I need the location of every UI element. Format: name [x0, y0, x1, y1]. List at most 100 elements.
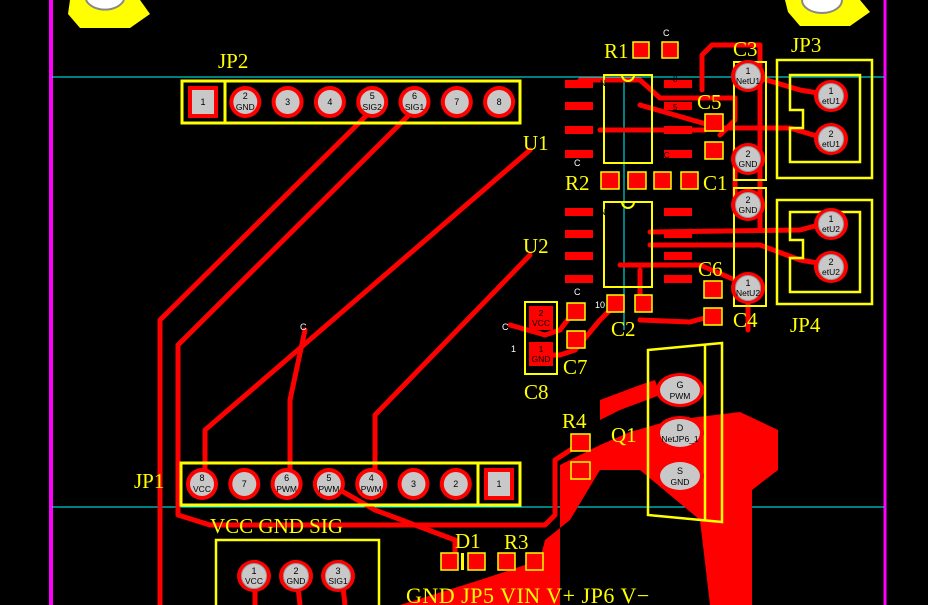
pin-net: etU1 [822, 139, 840, 149]
mark-c-c8: C [502, 322, 509, 332]
u2-label: U2 [523, 234, 549, 258]
pin-number: 1 [745, 278, 750, 288]
pin-number: 2 [539, 308, 544, 318]
pin-net: GND [671, 477, 690, 487]
pin-net: SIG1 [328, 576, 348, 586]
pin-net: PWM [361, 484, 382, 494]
r4-label: R4 [562, 409, 587, 433]
pin-number: 2 [745, 195, 750, 205]
d1-label: D1 [455, 529, 481, 553]
jp2-pin: 8 [483, 86, 516, 118]
q1-label: Q1 [611, 423, 637, 447]
pin-net: VCC [532, 318, 550, 328]
pin-net: GND [532, 354, 551, 364]
c1-capacitor [653, 171, 699, 190]
pin-number: 5 [370, 91, 375, 101]
jp2-label: JP2 [218, 49, 248, 73]
pin-number: 3 [335, 566, 340, 576]
jp1-pin: 1 [484, 468, 514, 500]
pin-number: G [676, 380, 683, 390]
jp2-pin: 4 [313, 86, 346, 118]
c6-label: C6 [698, 257, 723, 281]
jp3-label: JP3 [791, 33, 821, 57]
pin-net: GND [236, 102, 255, 112]
jp1-pin: 7 [228, 468, 261, 500]
pin-number: 3 [411, 479, 416, 489]
mark-ten: 10 [595, 300, 605, 310]
d1-diode [440, 552, 486, 571]
pin-net: SIG1 [405, 102, 425, 112]
jp3-outline [775, 58, 874, 180]
pin-number: 6 [412, 91, 417, 101]
mark-nc: NC [658, 151, 670, 160]
r2-label: R2 [565, 171, 590, 195]
pin-net: etU2 [822, 224, 840, 234]
bottom-connector-outline [214, 538, 381, 605]
bottom-row-label: GND JP5 VIN V+ JP6 V− [406, 583, 650, 605]
jp1-pin: 2 [439, 468, 472, 500]
r3-label: R3 [504, 530, 529, 554]
vcc-gnd-sig-label: VCC GND SIG [210, 514, 343, 538]
r3-resistor [497, 552, 544, 571]
pin-net: GND [739, 205, 758, 215]
jp1-pin: 3 [397, 468, 430, 500]
pin-number: 3 [285, 97, 290, 107]
pin-number: 1 [539, 344, 544, 354]
c7-label: C7 [563, 355, 588, 379]
r2-resistor [600, 171, 647, 190]
pin-number: 1 [251, 566, 256, 576]
pin-net: NetJP6_1 [661, 434, 699, 444]
mark-eight: 8 [673, 75, 678, 84]
jp2-pin: 3 [271, 86, 304, 118]
pin-number: 8 [497, 97, 502, 107]
pin-number: 7 [454, 97, 459, 107]
c6-outline [733, 187, 767, 307]
jp2-outline [180, 79, 522, 125]
mark-c-mid: C [300, 322, 307, 332]
pin-number: 4 [327, 97, 332, 107]
pin-net: VCC [193, 484, 211, 494]
c5-label: C5 [697, 90, 722, 114]
pin-number: S [677, 466, 683, 476]
pin-number: 2 [828, 257, 833, 267]
pin-number: 1 [200, 97, 205, 107]
mark-c-r1: C [663, 28, 670, 38]
small-marks: N 8 NC N 5 [600, 75, 678, 217]
c1-label: C1 [703, 171, 728, 195]
pin-net: etU2 [822, 267, 840, 277]
mark-c-c2: C [574, 287, 581, 297]
c5-capacitor [704, 113, 724, 160]
r4-resistor [570, 433, 591, 480]
pin-number: 6 [284, 473, 289, 483]
mark-n1: N [600, 79, 606, 88]
pin-number: 8 [199, 473, 204, 483]
c8-outline [524, 301, 558, 375]
mark-one: 1 [511, 344, 516, 354]
pin-number: D [677, 423, 684, 433]
pin-number: 5 [326, 473, 331, 483]
mark-c-r2: C [574, 158, 581, 168]
small-marks-light: C C C C C 1 10 [300, 28, 670, 354]
pin-net: PWM [670, 391, 691, 401]
